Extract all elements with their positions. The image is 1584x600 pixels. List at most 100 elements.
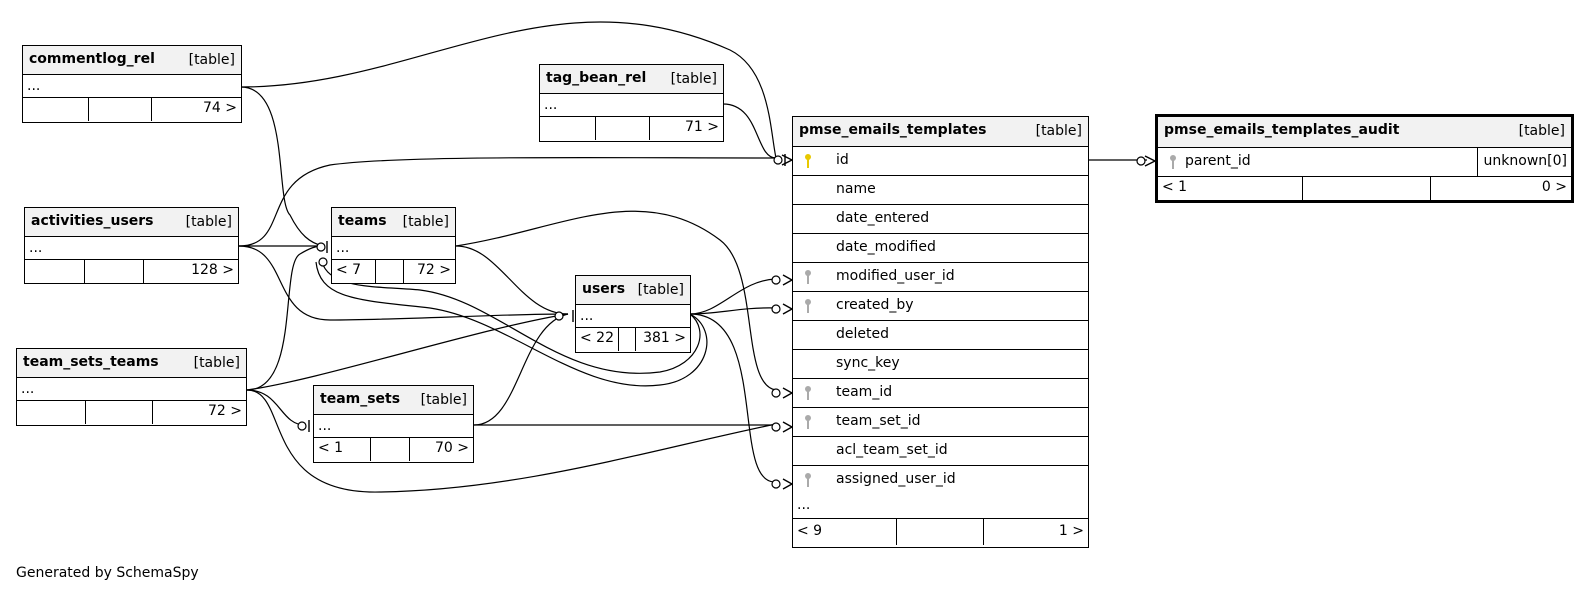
table-header: team_sets_teams [table] (17, 349, 246, 378)
more-columns-row: ... (576, 305, 690, 328)
column-name: modified_user_id (836, 268, 955, 284)
zero-marker (297, 421, 307, 431)
table-users[interactable]: users [table] ... < 22 381 > (575, 275, 691, 353)
edge-users-to-teams-loop-a (321, 261, 701, 374)
table-header: activities_users [table] (25, 208, 238, 237)
parents-count[interactable]: < 22 (580, 330, 614, 346)
table-footer: < 9 1 > (793, 519, 1088, 545)
edge-teams-to-pmse-team-id (455, 210, 777, 391)
table-activities-users[interactable]: activities_users [table] ... 128 > (24, 207, 239, 284)
edge-activities-users-to-pmse-id (238, 156, 777, 247)
table-kind: [table] (1035, 123, 1082, 139)
column-row-id[interactable]: id (793, 147, 1088, 176)
table-pmse-emails-templates[interactable]: pmse_emails_templates [table] id name date… (792, 116, 1089, 548)
table-kind: [table] (670, 71, 717, 87)
column-name: id (836, 152, 849, 168)
column-row-created-by[interactable]: created_by (793, 292, 1088, 321)
more-columns: ... (797, 497, 811, 513)
column-row-team-id[interactable]: team_id (793, 379, 1088, 408)
column-row-name[interactable]: name (793, 176, 1088, 205)
table-name: teams (338, 213, 387, 229)
edge-users-to-assigned-user-id (689, 313, 777, 483)
zero-marker (773, 155, 783, 165)
table-name: team_sets_teams (23, 354, 159, 370)
table-header: pmse_emails_templates [table] (793, 117, 1088, 147)
column-name: parent_id (1185, 153, 1251, 169)
more-columns: ... (580, 308, 594, 324)
column-name: team_id (836, 384, 893, 400)
table-kind: [table] (185, 214, 232, 230)
table-tag-bean-rel[interactable]: tag_bean_rel [table] ... 71 > (539, 64, 724, 142)
edge-commentlog-rel-to-pmse-id (240, 21, 777, 159)
column-row-assigned-user-id[interactable]: assigned_user_id (793, 466, 1088, 495)
parents-count[interactable]: < 9 (797, 523, 823, 539)
column-list: id name date_entered date_modified modified_… (793, 147, 1088, 495)
table-header: users [table] (576, 276, 690, 305)
more-columns-row: ... (540, 94, 723, 117)
zero-marker (771, 479, 781, 489)
zero-marker (554, 311, 564, 321)
parents-count[interactable]: < 1 (318, 440, 344, 456)
table-header: pmse_emails_templates_audit [table] (1158, 117, 1571, 148)
children-count[interactable]: 128 > (191, 262, 234, 278)
table-kind: [table] (1518, 123, 1565, 139)
column-name: date_entered (836, 210, 930, 226)
crowfoot-marker (782, 421, 794, 433)
table-team-sets-teams[interactable]: team_sets_teams [table] ... 72 > (16, 348, 247, 426)
zero-marker (771, 422, 781, 432)
table-name: users (582, 281, 626, 297)
table-footer: 74 > (23, 98, 241, 121)
children-count[interactable]: 70 > (435, 440, 469, 456)
parents-count[interactable]: < 1 (1162, 179, 1188, 195)
table-kind: [table] (420, 392, 467, 408)
column-name: team_set_id (836, 413, 921, 429)
table-kind: [table] (193, 355, 240, 371)
column-row-modified-user-id[interactable]: modified_user_id (793, 263, 1088, 292)
table-name: pmse_emails_templates (799, 122, 987, 138)
table-name: tag_bean_rel (546, 70, 647, 86)
crowfoot-marker (1144, 155, 1157, 167)
more-columns: ... (336, 240, 350, 256)
crowfoot-marker (781, 154, 794, 166)
table-footer: < 22 381 > (576, 328, 690, 351)
column-type-cell: unknown[0] (1477, 148, 1571, 176)
column-name: name (836, 181, 876, 197)
crowfoot-marker (782, 274, 794, 286)
table-name: pmse_emails_templates_audit (1164, 122, 1400, 138)
column-row-team-set-id[interactable]: team_set_id (793, 408, 1088, 437)
edge-team-sets-teams-to-pmse-team-set-id (246, 389, 777, 493)
edge-users-to-created-by (689, 307, 777, 315)
table-footer: < 1 70 > (314, 438, 473, 461)
table-pmse-emails-templates-audit[interactable]: pmse_emails_templates_audit [table] pare… (1155, 114, 1574, 203)
zero-marker (316, 242, 326, 252)
column-row-parent-id[interactable]: parent_id unknown[0] (1158, 148, 1571, 177)
table-footer: 72 > (17, 401, 246, 424)
children-count[interactable]: 72 > (208, 403, 242, 419)
column-row-acl-team-set-id[interactable]: acl_team_set_id (793, 437, 1088, 466)
table-teams[interactable]: teams [table] ... < 7 72 > (331, 207, 456, 284)
column-row-date-modified[interactable]: date_modified (793, 234, 1088, 263)
more-columns-row: ... (332, 237, 455, 260)
children-count[interactable]: 74 > (203, 100, 237, 116)
parents-count[interactable]: < 7 (336, 262, 362, 278)
zero-marker (771, 388, 781, 398)
table-header: tag_bean_rel [table] (540, 65, 723, 94)
table-commentlog-rel[interactable]: commentlog_rel [table] ... 74 > (22, 45, 242, 123)
table-team-sets[interactable]: team_sets [table] ... < 1 70 > (313, 385, 474, 463)
column-name: created_by (836, 297, 914, 313)
children-count: 0 > (1541, 179, 1567, 195)
table-name: commentlog_rel (29, 51, 155, 67)
table-footer: 71 > (540, 117, 723, 140)
children-count[interactable]: 1 > (1058, 523, 1084, 539)
column-row-sync-key[interactable]: sync_key (793, 350, 1088, 379)
more-columns: ... (544, 97, 558, 113)
children-count[interactable]: 381 > (643, 330, 686, 346)
column-row-date-entered[interactable]: date_entered (793, 205, 1088, 234)
column-name: acl_team_set_id (836, 442, 948, 458)
children-count[interactable]: 71 > (685, 119, 719, 135)
column-row-deleted[interactable]: deleted (793, 321, 1088, 350)
children-count[interactable]: 72 > (417, 262, 451, 278)
zero-marker (771, 304, 781, 314)
edge-commentlog-rel-to-teams (240, 86, 324, 247)
